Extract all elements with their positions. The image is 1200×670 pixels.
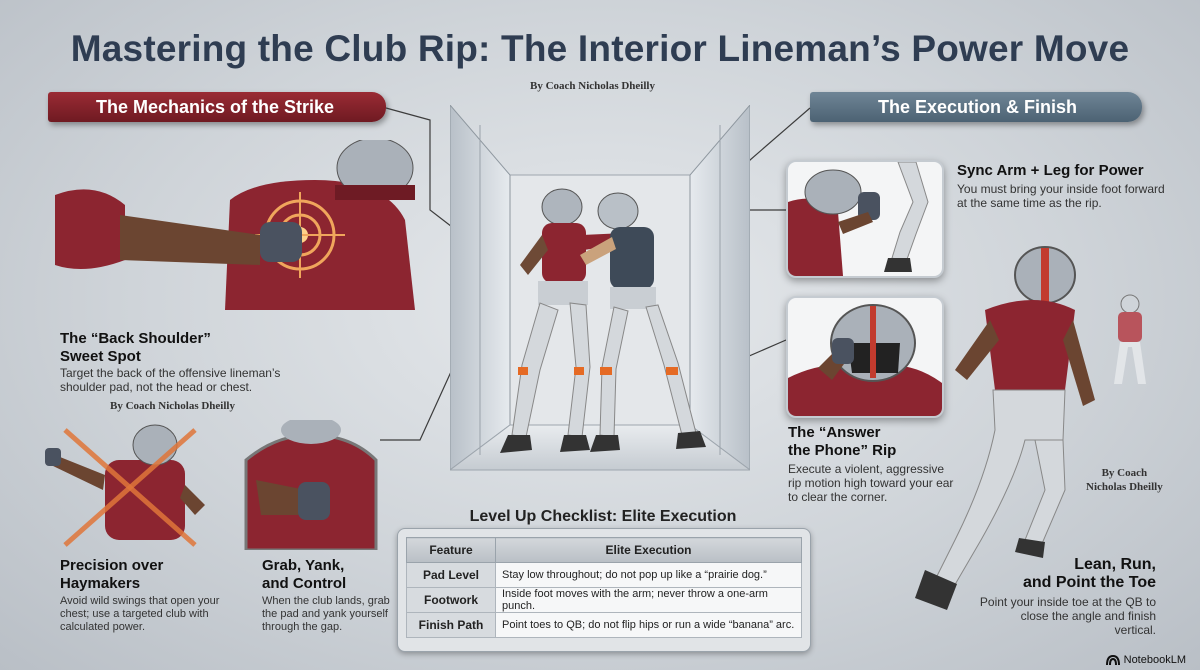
answer-phone-text: Execute a violent, aggressive rip motion… bbox=[788, 462, 954, 504]
execution-cell: Inside foot moves with the arm; never th… bbox=[495, 587, 802, 613]
checklist-title: Level Up Checklist: Elite Execution bbox=[469, 508, 737, 525]
grab-yank-illustration bbox=[244, 420, 378, 550]
column-header-feature: Feature bbox=[406, 537, 496, 563]
quarterback-icon bbox=[1114, 294, 1146, 384]
table-row: Pad Level Stay low throughout; do not po… bbox=[406, 562, 802, 588]
left-section-banner: The Mechanics of the Strike bbox=[48, 92, 386, 122]
player-red bbox=[500, 188, 628, 453]
answer-phone-heading: The “Answer the Phone” Rip bbox=[788, 424, 897, 459]
table-row: Finish Path Point toes to QB; do not fli… bbox=[406, 612, 802, 638]
byline-right: By Coach Nicholas Dheilly bbox=[1086, 467, 1163, 493]
logo-text: NotebookLM bbox=[1123, 654, 1186, 666]
connector-left bbox=[385, 107, 457, 231]
right-section-banner: The Execution & Finish bbox=[810, 92, 1142, 122]
notebooklm-logo: NotebookLM bbox=[1105, 654, 1186, 666]
grab-yank-heading: Grab, Yank, and Control bbox=[262, 557, 347, 592]
sync-text: You must bring your inside foot forward … bbox=[957, 182, 1165, 210]
lean-run-text: Point your inside toe at the QB to close… bbox=[979, 595, 1156, 637]
checklist-table: Feature Elite Execution Pad Level Stay l… bbox=[397, 528, 811, 652]
column-header-execution: Elite Execution bbox=[495, 537, 802, 563]
notebook-logo-icon bbox=[1105, 654, 1120, 666]
lean-run-heading: Lean, Run, and Point the Toe bbox=[1022, 556, 1156, 591]
sync-heading: Sync Arm + Leg for Power bbox=[957, 162, 1144, 179]
answer-phone-illustration bbox=[788, 304, 942, 416]
feature-cell: Pad Level bbox=[406, 562, 496, 588]
back-shoulder-text: Target the back of the offensive lineman… bbox=[60, 366, 281, 394]
chamber-illustration bbox=[450, 105, 750, 471]
byline-left: By Coach Nicholas Dheilly bbox=[110, 400, 235, 412]
feature-cell: Footwork bbox=[406, 587, 496, 613]
runner-illustration bbox=[915, 246, 1095, 610]
checklist-header-row: Feature Elite Execution bbox=[406, 537, 802, 563]
back-shoulder-heading: The “Back Shoulder” Sweet Spot bbox=[60, 330, 211, 365]
answer-phone-illustration-frame bbox=[786, 296, 944, 418]
sync-illustration-frame bbox=[786, 160, 944, 278]
player-grey bbox=[580, 192, 706, 452]
execution-cell: Stay low throughout; do not pop up like … bbox=[495, 562, 802, 588]
back-shoulder-illustration bbox=[55, 140, 415, 310]
grab-yank-text: When the club lands, grab the pad and ya… bbox=[262, 595, 390, 633]
execution-cell: Point toes to QB; do not flip hips or ru… bbox=[495, 612, 802, 638]
byline-top: By Coach Nicholas Dheilly bbox=[530, 80, 655, 92]
sync-illustration bbox=[788, 162, 929, 276]
haymaker-illustration bbox=[45, 424, 205, 547]
page-title: Mastering the Club Rip: The Interior Lin… bbox=[70, 28, 1130, 69]
table-row: Footwork Inside foot moves with the arm;… bbox=[406, 587, 802, 613]
precision-text: Avoid wild swings that open your chest; … bbox=[60, 595, 220, 633]
precision-heading: Precision over Haymakers bbox=[60, 557, 164, 592]
feature-cell: Finish Path bbox=[406, 612, 496, 638]
